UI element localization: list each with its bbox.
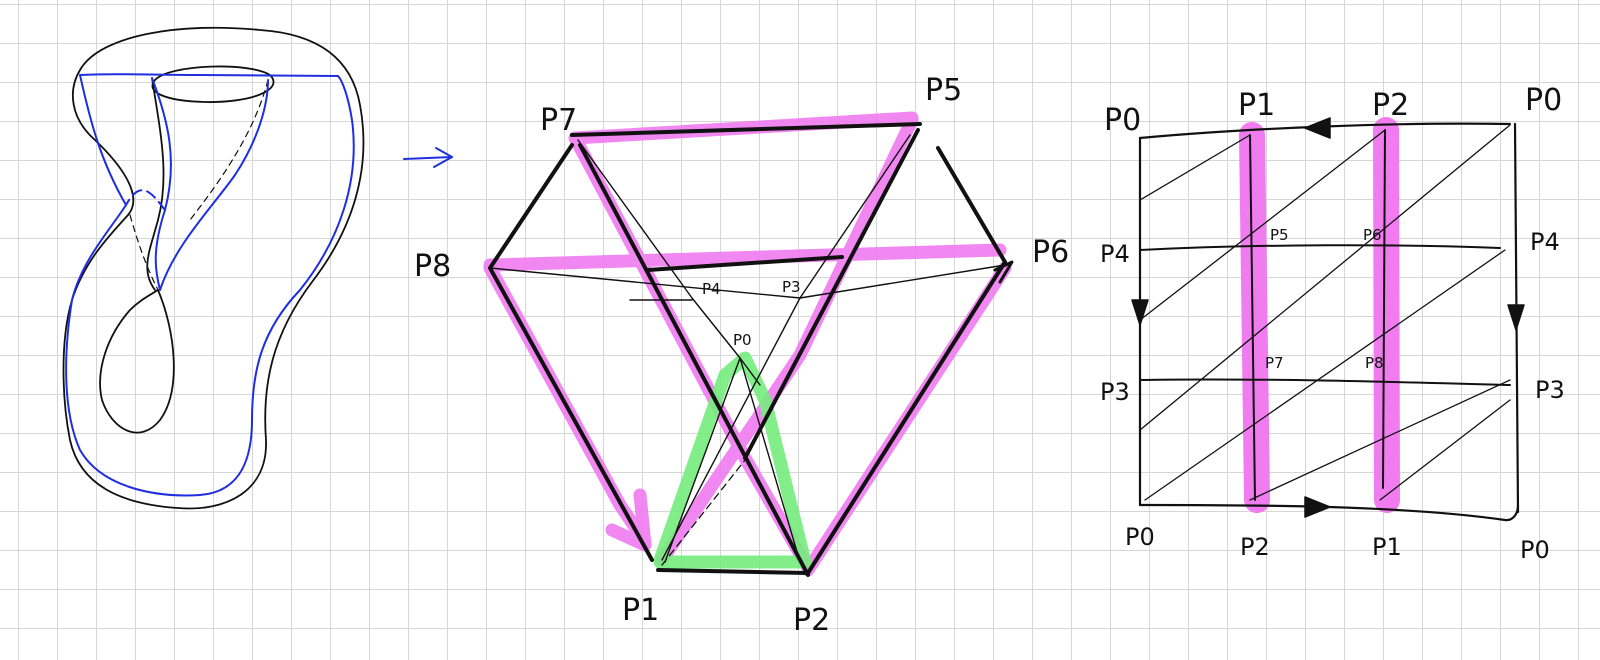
square-label-p0-bottom-left: P0 — [1125, 523, 1155, 551]
vertex-label-p2: P2 — [793, 603, 830, 638]
square-label-p2-bottom: P2 — [1240, 533, 1270, 561]
square-label-p5: P5 — [1270, 226, 1289, 244]
vertex-label-p1: P1 — [622, 593, 659, 628]
square-diagonals — [1139, 124, 1511, 501]
vertex-label-p4: P4 — [702, 280, 721, 298]
square-label-p1-top: P1 — [1238, 88, 1275, 123]
square-label-p3-left: P3 — [1100, 378, 1130, 406]
klein-bottle-inner-tube-hidden — [129, 214, 159, 291]
klein-bottle-neck-ellipse — [151, 65, 275, 103]
square-label-p4-left: P4 — [1100, 240, 1130, 268]
vertex-label-p7: P7 — [540, 103, 577, 138]
arrow-left-icon — [1304, 117, 1331, 139]
edge-direction-arrows — [1131, 117, 1525, 518]
square-label-p6: P6 — [1363, 226, 1382, 244]
arrow-down-icon — [1507, 304, 1525, 331]
square-label-p7: P7 — [1265, 354, 1284, 372]
square-label-p3-right: P3 — [1535, 376, 1565, 404]
klein-bottle-sketch — [62, 26, 365, 510]
square-label-p8: P8 — [1365, 354, 1384, 372]
dashed-back-edge — [661, 459, 746, 566]
square-grid-lines — [1139, 129, 1511, 501]
klein-bottle-cross-section-dashed — [125, 189, 166, 211]
square-label-p1-bottom: P1 — [1372, 533, 1402, 561]
square-label-p0-bottom-right: P0 — [1520, 536, 1550, 564]
pink-column-p2 — [1373, 117, 1400, 513]
vertex-label-p6: P6 — [1032, 235, 1069, 270]
vertex-label-p3: P3 — [782, 278, 801, 296]
klein-bottle-cross-section-curve — [65, 73, 355, 497]
vertex-label-p8: P8 — [414, 249, 451, 284]
triangulation-polyhedron — [483, 111, 1014, 577]
klein-bottle-cross-section-inner — [151, 77, 269, 291]
thick-edges — [488, 122, 1007, 577]
klein-bottle-outer-outline — [62, 26, 365, 510]
thin-edges — [489, 134, 1006, 563]
arrow-down-icon — [1131, 299, 1149, 326]
arrow-right-icon — [1304, 496, 1331, 518]
vertex-label-p0: P0 — [733, 331, 752, 349]
pink-column-p1 — [1239, 122, 1270, 513]
polyhedron-vertex-labels: P7 P5 P8 P6 P4 P3 P0 P1 P2 — [414, 73, 1069, 638]
vertex-arrow-p6 — [993, 260, 1014, 284]
square-label-p4-right: P4 — [1530, 228, 1560, 256]
klein-bottle-inner-tube-dashed-right — [189, 79, 269, 221]
klein-bottle-inner-loop — [99, 289, 175, 434]
square-label-p2-top: P2 — [1372, 88, 1409, 123]
square-vertex-labels: P0 P1 P2 P0 P4 P5 P6 P4 P7 P8 P3 P3 P0 P… — [1100, 83, 1565, 564]
square-label-p0-top-left: P0 — [1104, 103, 1141, 138]
square-label-p0-top-right: P0 — [1525, 83, 1562, 118]
fundamental-square-diagram — [1131, 117, 1525, 522]
right-arrow-icon — [403, 147, 453, 168]
square-outline — [1138, 122, 1520, 522]
vertex-label-p5: P5 — [925, 73, 962, 108]
